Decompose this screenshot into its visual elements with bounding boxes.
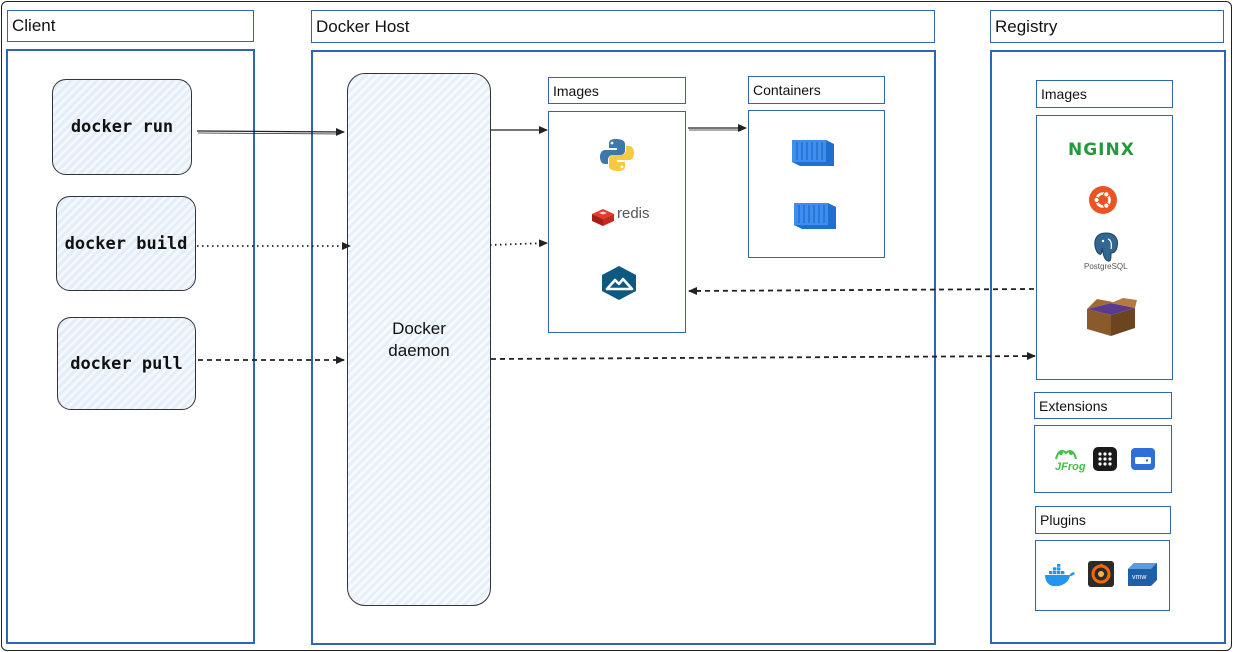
docker-pull-command[interactable]: docker pull	[57, 317, 196, 410]
ubuntu-icon	[1089, 186, 1117, 214]
plugins-title: Plugins	[1035, 506, 1171, 534]
daemon-label-line1: Docker	[392, 318, 446, 338]
python-icon	[600, 139, 634, 171]
daemon-to-registry-arrow	[490, 352, 1036, 361]
jfrog-icon: JFrog	[1055, 461, 1086, 473]
nginx-icon: NGINX	[1068, 140, 1135, 160]
redis-label: redis	[617, 205, 650, 222]
registry-images-title: Images	[1036, 80, 1173, 108]
client-title: Client	[7, 10, 254, 42]
grid-app-icon	[1093, 447, 1117, 471]
drive-app-icon	[1131, 448, 1155, 470]
registry-to-images-arrow	[688, 286, 1035, 295]
container-icon	[794, 203, 836, 229]
postgresql-icon	[1094, 232, 1118, 262]
extensions-title: Extensions	[1034, 392, 1172, 419]
docker-run-command[interactable]: docker run	[52, 79, 192, 175]
registry-title: Registry	[990, 10, 1224, 43]
postgresql-label: PostgreSQL	[1084, 262, 1128, 271]
host-images-title: Images	[548, 77, 686, 104]
docker-whale-icon	[1045, 564, 1075, 587]
host-containers-title: Containers	[748, 76, 885, 104]
daemon-to-images-dotted-arrow	[489, 239, 548, 248]
daemon-label-line2: daemon	[388, 340, 450, 360]
run-to-daemon-arrow	[196, 127, 345, 136]
vmware-icon: vmw	[1128, 563, 1157, 586]
docker-daemon: Docker daemon	[347, 73, 491, 606]
alpine-icon	[602, 266, 636, 300]
box-icon	[1087, 298, 1137, 336]
host-containers-panel	[748, 110, 885, 258]
docker-build-command[interactable]: docker build	[56, 196, 196, 291]
docker-host-title: Docker Host	[311, 10, 935, 43]
jfrog-frog-icon	[1055, 450, 1077, 460]
grafana-icon	[1088, 561, 1114, 587]
container-icon	[792, 140, 834, 166]
redis-icon	[592, 209, 614, 226]
vmware-label: vmw	[1132, 574, 1147, 581]
